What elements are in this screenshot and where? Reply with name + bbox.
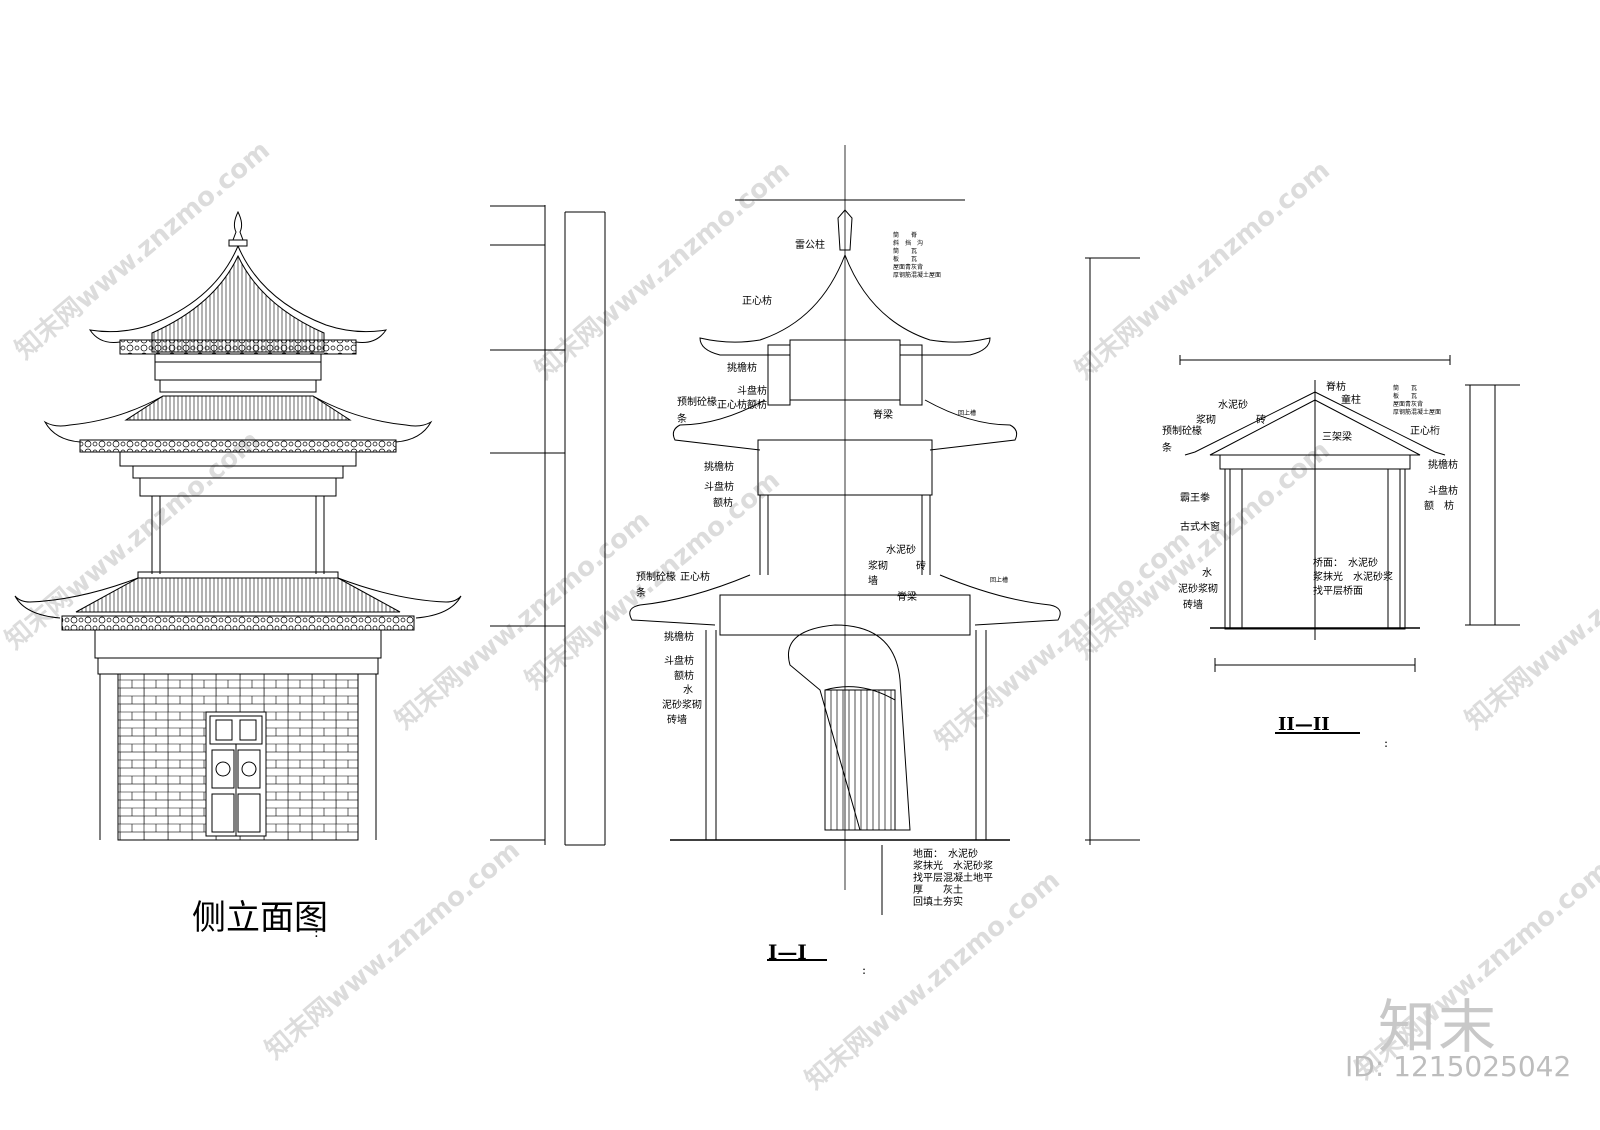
label-batwanquan: 霸王拳: [1180, 493, 1210, 504]
label-tiao-1: 条: [677, 414, 687, 425]
floor-note: 找平层混凝土地平: [913, 873, 993, 884]
roof-note: 屋面青灰背: [893, 264, 924, 271]
label-shuinisha-1: 水泥砂: [886, 545, 916, 556]
label-tiaoyanfang-3: 挑檐枋: [664, 632, 694, 643]
roof-note: 板 瓦: [1393, 393, 1418, 400]
brand-logo: 知末: [1378, 993, 1499, 1061]
floor-note: 地面： 水泥砂: [913, 849, 978, 860]
roof-note: 筒 瓦: [893, 248, 918, 255]
roof-note: 筒 瓦: [1393, 385, 1418, 392]
label-doupanfang-3: 斗盘枋: [664, 656, 694, 667]
label-jiangqi: 浆砌: [1196, 415, 1216, 426]
label-nisha-jiangqi-2: 泥砂浆砌: [1178, 584, 1218, 595]
label-shui-2: 水: [1202, 568, 1212, 579]
label-tiaoyanfang-2: 挑檐枋: [704, 462, 734, 473]
floor-note: 厚 灰土: [913, 885, 963, 896]
section-1-drawing: [629, 145, 1061, 915]
note-huishang-1: 回上槽: [958, 410, 977, 417]
label-leigongzhu: 雷公柱: [795, 240, 825, 251]
roof-note: 板 瓦: [893, 256, 918, 263]
floor-note: 浆抹光 水泥砂浆: [913, 861, 993, 872]
roof-note: 筒 脊: [893, 232, 918, 239]
label-zhengxinfang-2: 正心枋: [680, 572, 710, 583]
label-zhengxinfang-1: 正心枋: [717, 400, 747, 411]
label-tiaoyanfang: 挑檐枋: [1428, 460, 1458, 471]
roof-note: 厚钢筋混凝土屋面: [893, 272, 942, 279]
label-nisha-jiangqi: 泥砂浆砌: [662, 700, 702, 711]
roof-note: 屋面青灰背: [1393, 401, 1424, 408]
label-doupanfang: 斗盘枋: [1428, 486, 1458, 497]
section-1-dimension-lines: [490, 205, 1140, 846]
side-elevation-title-colon: :: [314, 925, 319, 941]
label-efang-1: 额枋: [747, 400, 767, 411]
label-qiaomian-3: 找平层桥面: [1313, 586, 1363, 597]
label-tiao-2: 条: [636, 588, 646, 599]
label-efang-3: 额枋: [674, 671, 694, 682]
section-1-title-colon: :: [862, 963, 867, 977]
label-jiliang-2: 脊梁: [897, 592, 917, 603]
label-zhuan-1: 砖: [916, 561, 926, 572]
label-tiaoyanfang-1: 挑檐枋: [727, 363, 757, 374]
label-sanjialiang: 三架梁: [1322, 432, 1352, 443]
label-shui: 水: [683, 685, 693, 696]
section-2-title-colon: :: [1384, 736, 1389, 750]
section-2-title: II—II: [1278, 714, 1330, 735]
section-1-roof-notes: 筒 脊 斜 挡 沟 筒 瓦 板 瓦 屋面青灰背 厚钢筋混凝土屋面: [893, 232, 941, 280]
label-efang: 额 枋: [1424, 501, 1454, 512]
label-doupanfang-2: 斗盘枋: [704, 482, 734, 493]
label-tongzhu: 童柱: [1341, 395, 1361, 406]
label-jifang: 脊枋: [1326, 382, 1346, 393]
label-yuzhi-chuan: 预制砼椽: [1162, 426, 1202, 437]
label-zhengxinheng: 正心桁: [1410, 426, 1440, 437]
section-1-title: I—I: [768, 940, 807, 964]
label-shuinisha: 水泥砂: [1218, 400, 1248, 411]
label-qiaomian-1: 桥面： 水泥砂: [1313, 558, 1378, 569]
side-elevation-drawing: [14, 210, 462, 841]
section-1-floor-notes: 地面： 水泥砂 浆抹光 水泥砂浆 找平层混凝土地平 厚 灰土 回填土夯实: [913, 849, 993, 909]
roof-note: 厚钢筋混凝土屋面: [1393, 409, 1442, 416]
section-2-roof-notes: 筒 瓦 板 瓦 屋面青灰背 厚钢筋混凝土屋面: [1393, 385, 1441, 417]
label-gushimuchuang: 古式木窗: [1180, 522, 1220, 533]
label-tiao: 条: [1162, 443, 1172, 454]
label-jiangqi-1: 浆砌: [868, 561, 888, 572]
label-zhuan: 砖: [1256, 415, 1266, 426]
label-yuzhi-chuan-2: 预制砼椽: [636, 572, 676, 583]
side-elevation-title: 侧立面图: [192, 898, 328, 938]
label-zhengxinfang-top: 正心枋: [742, 296, 772, 307]
label-zhuanqiang-2: 砖墙: [1183, 600, 1203, 611]
label-efang-2: 额枋: [713, 498, 733, 509]
label-qiaomian-2: 浆抹光 水泥砂浆: [1313, 572, 1393, 583]
label-qiang-1: 墙: [868, 576, 878, 587]
brand-id-text: ID: 1215025042: [1345, 1050, 1572, 1083]
note-huishang-2: 回上槽: [990, 577, 1009, 584]
label-jiliang-1: 脊梁: [873, 410, 893, 421]
floor-note: 回填土夯实: [913, 897, 963, 908]
label-zhuanqiang: 砖墙: [667, 715, 687, 726]
label-yuzhi-chuan-1: 预制砼椽: [677, 397, 717, 408]
section-2-drawing: [1179, 355, 1520, 672]
label-doupanfang-1: 斗盘枋: [737, 386, 767, 397]
roof-note: 斜 挡 沟: [893, 240, 924, 247]
